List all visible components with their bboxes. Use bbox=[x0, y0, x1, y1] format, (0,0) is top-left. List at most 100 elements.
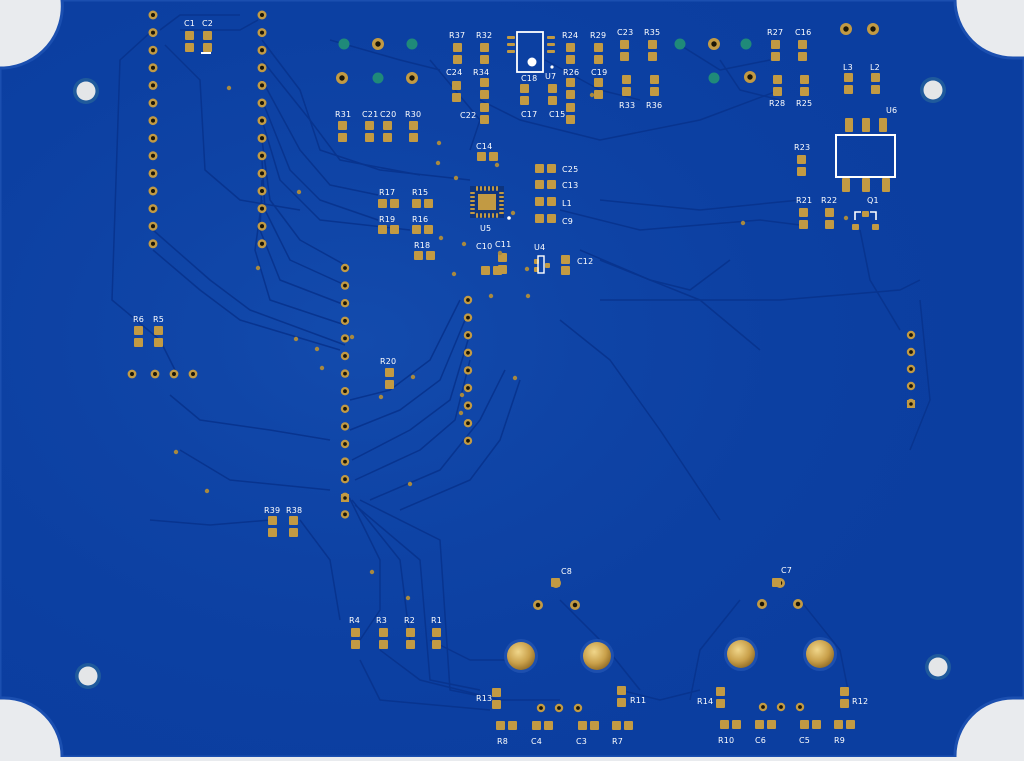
drill-hole bbox=[466, 403, 470, 408]
smd-pad bbox=[798, 40, 807, 49]
label-R15: R15 bbox=[412, 188, 429, 197]
smd-pad bbox=[544, 721, 553, 730]
label-C20: C20 bbox=[380, 110, 397, 119]
smd-pad bbox=[612, 721, 621, 730]
label-R34: R34 bbox=[473, 68, 490, 77]
smd-pad bbox=[268, 528, 277, 537]
trace bbox=[359, 659, 491, 711]
drill-hole bbox=[259, 241, 265, 246]
drill-hole bbox=[343, 477, 347, 482]
terminal-pad bbox=[583, 642, 611, 670]
via bbox=[843, 215, 849, 221]
drill-hole bbox=[259, 30, 265, 35]
via bbox=[296, 189, 302, 195]
smd-pad bbox=[800, 75, 809, 84]
label-C11: C11 bbox=[495, 240, 512, 249]
smd-pad bbox=[378, 225, 387, 234]
drill-hole bbox=[343, 371, 347, 376]
smd-pad bbox=[390, 199, 399, 208]
label-R10: R10 bbox=[718, 736, 735, 745]
drill-hole bbox=[150, 65, 156, 70]
smd-pad bbox=[470, 200, 475, 202]
label-C16: C16 bbox=[795, 28, 812, 37]
smd-pad bbox=[650, 87, 659, 96]
smd-pad bbox=[617, 686, 626, 695]
drill-hole bbox=[150, 48, 156, 53]
drill-hole bbox=[759, 601, 765, 607]
smd-pad bbox=[834, 720, 843, 729]
smd-pad bbox=[566, 103, 575, 112]
smd-pad bbox=[432, 640, 441, 649]
label-L2: L2 bbox=[870, 63, 880, 72]
smd-pad bbox=[338, 121, 347, 130]
label-C25: C25 bbox=[562, 165, 579, 174]
drill-hole bbox=[259, 83, 265, 88]
smd-pad bbox=[470, 196, 475, 198]
smd-pad bbox=[383, 121, 392, 130]
drill-hole bbox=[150, 30, 156, 35]
smd-pad bbox=[872, 224, 879, 230]
drill-hole bbox=[572, 602, 578, 608]
drill-hole bbox=[747, 74, 753, 80]
label-R2: R2 bbox=[404, 616, 416, 625]
smd-pad bbox=[499, 208, 504, 210]
drill-hole bbox=[343, 406, 347, 411]
smd-pad bbox=[154, 338, 163, 347]
label-R19: R19 bbox=[379, 215, 396, 224]
drill-hole bbox=[191, 372, 195, 376]
smd-pad bbox=[498, 253, 507, 262]
smd-pad bbox=[594, 43, 603, 52]
label-R14: R14 bbox=[697, 697, 714, 706]
smd-pad bbox=[470, 212, 475, 214]
smd-pad bbox=[409, 121, 418, 130]
via bbox=[589, 92, 595, 98]
via bbox=[436, 140, 442, 146]
via bbox=[458, 410, 464, 416]
smd-pad bbox=[547, 36, 555, 39]
label-C23: C23 bbox=[617, 28, 634, 37]
smd-pad bbox=[578, 721, 587, 730]
smd-pad bbox=[507, 43, 515, 46]
label-C21: C21 bbox=[362, 110, 379, 119]
label-C6: C6 bbox=[755, 736, 767, 745]
drill-hole bbox=[557, 706, 561, 710]
smd-pad bbox=[566, 55, 575, 64]
trace bbox=[559, 209, 801, 231]
label-C8: C8 bbox=[561, 567, 573, 576]
trace bbox=[351, 499, 411, 641]
drill-hole bbox=[711, 41, 717, 47]
drill-hole bbox=[150, 241, 156, 246]
label-R8: R8 bbox=[497, 737, 509, 746]
via bbox=[461, 241, 467, 247]
smd-pad bbox=[414, 251, 423, 260]
smd-pad bbox=[840, 699, 849, 708]
label-C3: C3 bbox=[576, 737, 588, 746]
label-R5: R5 bbox=[153, 315, 165, 324]
smd-pad bbox=[840, 687, 849, 696]
label-C17: C17 bbox=[521, 110, 538, 119]
via bbox=[378, 394, 384, 400]
via bbox=[349, 334, 355, 340]
label-R25: R25 bbox=[796, 99, 813, 108]
label-R4: R4 bbox=[349, 616, 361, 625]
smd-pad bbox=[351, 640, 360, 649]
via bbox=[459, 392, 465, 398]
drill-hole bbox=[259, 136, 265, 141]
drill-hole bbox=[409, 75, 415, 81]
smd-pad bbox=[496, 186, 498, 191]
pads-layer bbox=[127, 10, 916, 730]
smd-pad bbox=[545, 263, 550, 268]
smd-pad bbox=[508, 721, 517, 730]
via bbox=[497, 250, 503, 256]
trace bbox=[354, 359, 471, 481]
via bbox=[407, 481, 413, 487]
smd-pad bbox=[507, 50, 515, 53]
smd-pad bbox=[547, 43, 555, 46]
label-R1: R1 bbox=[431, 616, 443, 625]
via bbox=[525, 293, 531, 299]
smd-pad bbox=[535, 197, 544, 206]
via bbox=[226, 85, 232, 91]
label-R7: R7 bbox=[612, 737, 624, 746]
